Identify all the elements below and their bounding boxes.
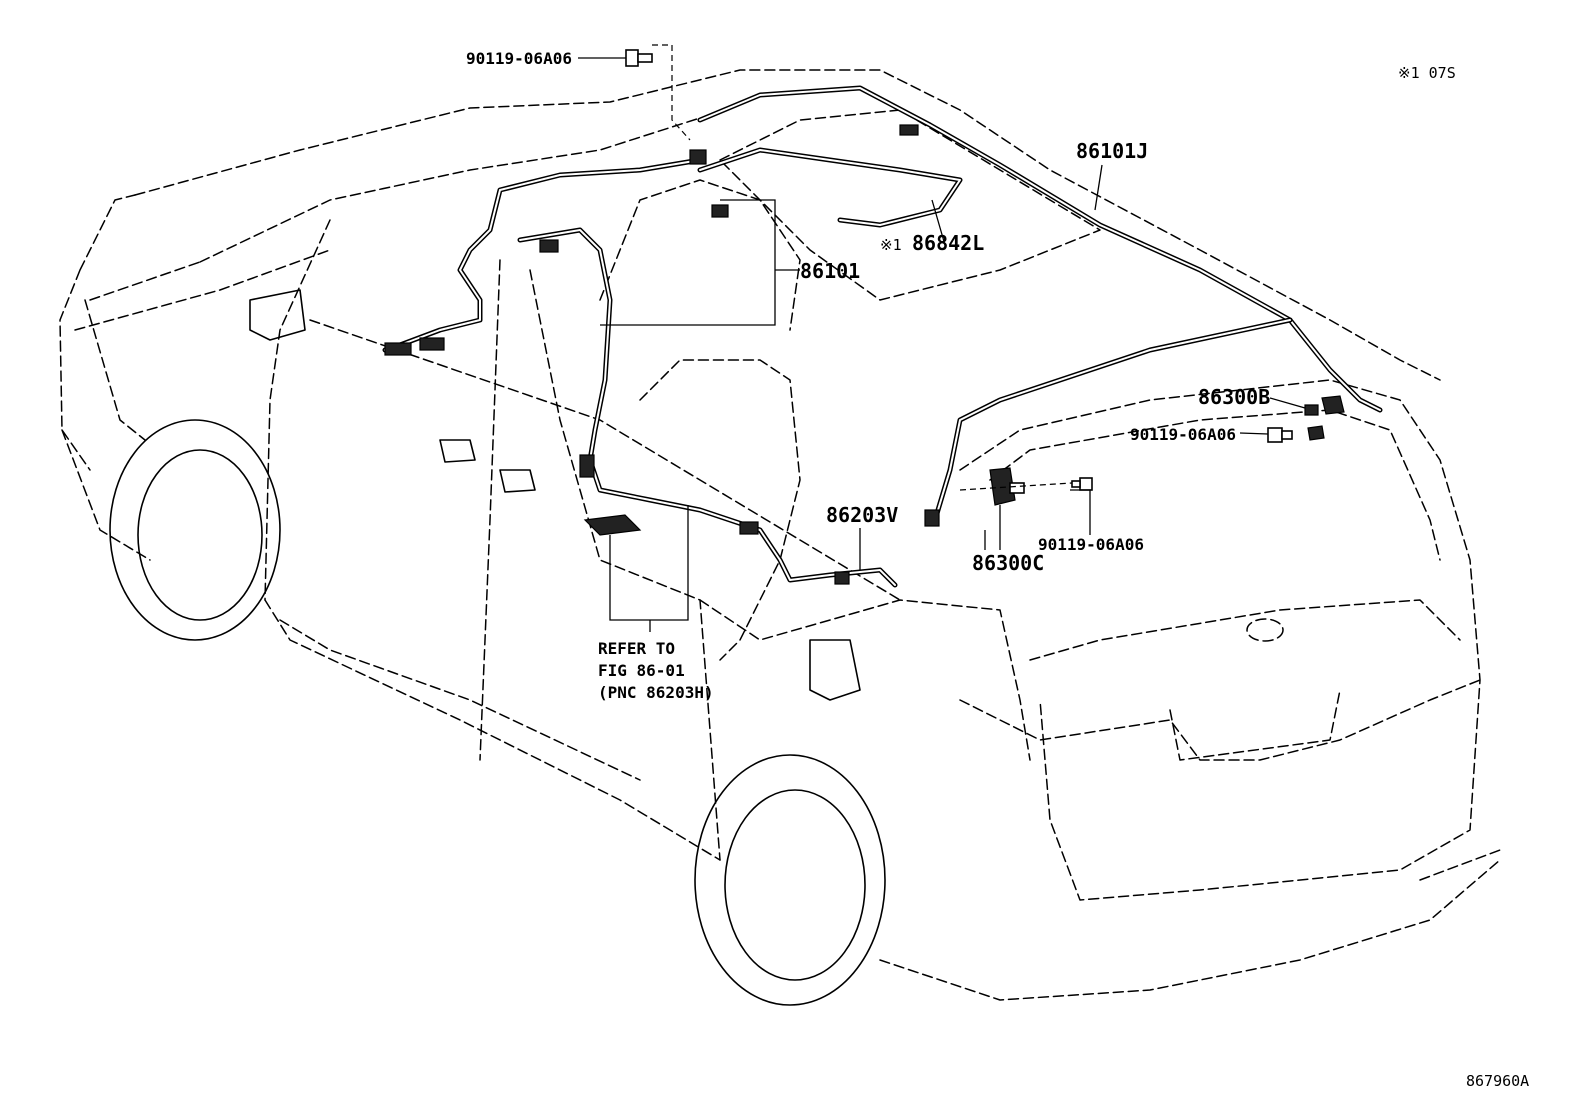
floor-line [309, 319, 901, 601]
side-mirror [249, 289, 306, 341]
antenna-86300C-icon [989, 467, 1025, 506]
rear-hatch [959, 379, 1481, 901]
label-refer-line3: (PNC 86203H) [598, 683, 714, 702]
label-refer-line1: REFER TO [598, 639, 675, 658]
label-86101J: 86101J [1076, 139, 1148, 163]
sunroof [719, 109, 1101, 301]
note-top-right: ※1 07S [1398, 64, 1456, 82]
a-pillar [264, 219, 331, 601]
label-86842L: 86842L [912, 231, 984, 255]
bolt-rear-center-icon [1071, 477, 1093, 491]
vehicle-body [59, 69, 1501, 1001]
harness-86842L [697, 147, 963, 228]
label-sunroof-note: ※1 [880, 236, 902, 254]
front-wheel [109, 419, 281, 641]
label-86300B: 86300B [1198, 385, 1270, 409]
antenna-86300B-icon [1304, 395, 1345, 441]
door-handle [439, 439, 536, 493]
front-bumper [61, 299, 151, 561]
leader-lines [578, 44, 1306, 632]
label-86203V: 86203V [826, 503, 898, 527]
interior-seat-2 [639, 359, 801, 661]
hood [59, 194, 136, 471]
windshield-base [74, 249, 331, 331]
interior-seat [599, 179, 801, 331]
label-bolt-rear-right: 90119-06A06 [1130, 425, 1236, 444]
rear-hatch-inner [1029, 599, 1461, 661]
bolt-rear-right-icon [1267, 427, 1293, 443]
rocker-lower [279, 619, 641, 781]
fuel-door [809, 639, 861, 701]
emblem [1246, 618, 1284, 642]
label-bolt-rear-center: 90119-06A06 [1038, 535, 1144, 554]
bracket-86203H-icon [583, 514, 642, 536]
label-refer-line2: FIG 86-01 [598, 661, 685, 680]
bolt-top-icon [625, 49, 653, 67]
sliding-door [529, 269, 721, 861]
tail-light [959, 679, 1481, 761]
b-pillar [479, 259, 501, 761]
rear-wheel [694, 754, 886, 1006]
license-area [1169, 689, 1341, 761]
rear-quarter [699, 599, 1031, 761]
rocker [264, 599, 721, 861]
label-86300C: 86300C [972, 551, 1044, 575]
roof-outline [134, 69, 1441, 381]
windshield-top [199, 117, 701, 263]
label-86101: 86101 [800, 259, 860, 283]
rear-bumper [879, 849, 1501, 1001]
label-bolt-top: 90119-06A06 [466, 49, 572, 68]
harness-86101J [697, 85, 1383, 523]
harness-86101 [382, 157, 898, 588]
harness-connectors [384, 124, 940, 585]
figure-code: 867960A [1466, 1072, 1529, 1090]
